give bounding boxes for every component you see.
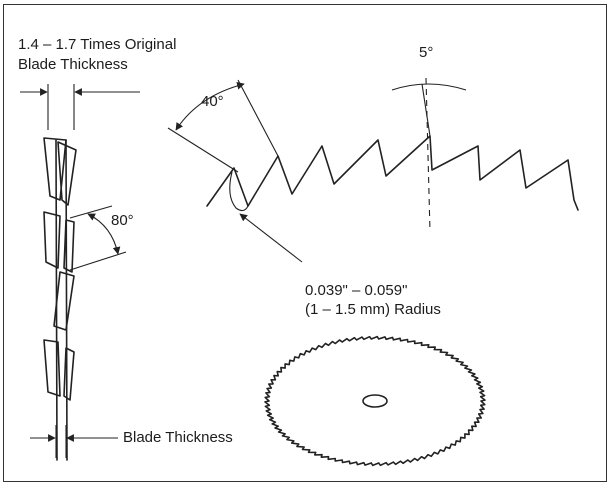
tooth-profile-line — [206, 135, 579, 211]
circular-saw-blade-icon — [264, 335, 486, 467]
set-tooth-4 — [63, 219, 75, 273]
radius-label-line2: (1 – 1.5 mm) Radius — [305, 301, 441, 318]
gullet-radius-curve — [229, 171, 249, 212]
blade-body-right-edge — [65, 139, 68, 461]
angle-40-reference-line — [167, 127, 239, 173]
angle-40-label: 40° — [201, 93, 224, 110]
set-tooth-3 — [43, 211, 61, 269]
set-tooth-6 — [43, 339, 61, 397]
saw-blade-arbor-hole — [362, 394, 388, 408]
set-blade-side-view — [20, 84, 140, 461]
angle-5-arc — [391, 83, 467, 91]
saw-blade-toothed-edge — [264, 335, 486, 467]
radius-leader-line — [239, 213, 303, 263]
original-thickness-label-line1: 1.4 – 1.7 Times Original — [18, 36, 177, 53]
angle-80-leg-lower — [69, 251, 127, 271]
angle-5-label: 5° — [419, 44, 434, 61]
angle-40-arc — [175, 82, 245, 131]
blade-thickness-label: Blade Thickness — [123, 429, 233, 446]
set-tooth-2 — [57, 141, 77, 206]
rake-face-extension — [421, 83, 431, 137]
set-tooth-5 — [53, 271, 75, 331]
original-thickness-label-line2: Blade Thickness — [18, 56, 128, 73]
radius-label-line1: 0.039" – 0.059" — [305, 282, 408, 299]
vertical-reference-line — [425, 77, 431, 233]
tooth-profile-view — [167, 77, 579, 263]
angle-80-leg-upper — [69, 205, 113, 219]
set-tooth-7 — [63, 347, 75, 401]
set-tooth-1 — [43, 137, 67, 201]
angle-80-arc — [87, 213, 121, 255]
diagram-border — [3, 4, 607, 482]
angle-80-label: 80° — [111, 212, 134, 229]
angle-40-tooth-face-extension — [237, 79, 279, 157]
